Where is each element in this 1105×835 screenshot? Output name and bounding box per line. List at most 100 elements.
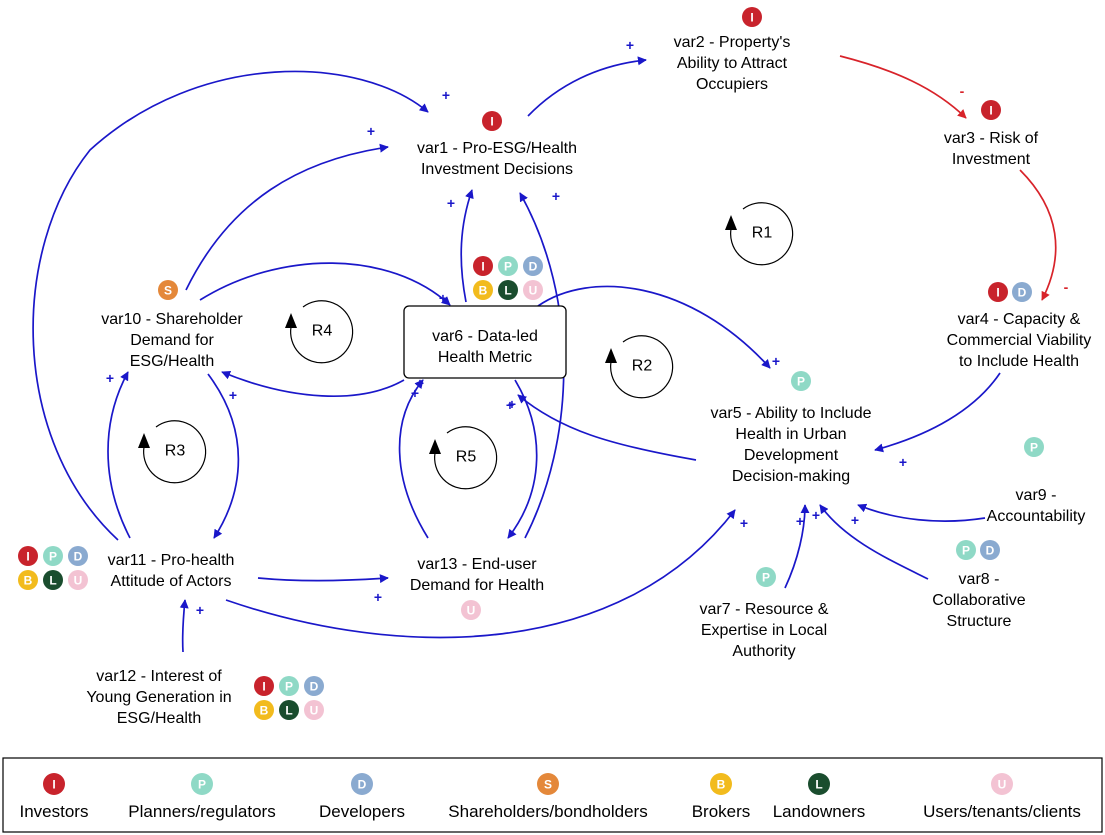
link-var9-var5 [857, 503, 986, 522]
legend: IInvestorsPPlanners/regulatorsDDeveloper… [20, 773, 1081, 821]
var4-badge-I: I [988, 282, 1008, 302]
svg-text:L: L [285, 704, 292, 718]
var6-line-1: var6 - Data-led [432, 328, 538, 345]
svg-text:L: L [815, 778, 822, 792]
var6-line-2: Health Metric [438, 349, 532, 366]
svg-text:I: I [989, 104, 992, 118]
var9-line-2: Accountability [987, 508, 1086, 525]
var11-badge-I: I [18, 546, 38, 566]
var3-badge-I: I [981, 100, 1001, 120]
var4-line-2: Commercial Viability [947, 332, 1092, 349]
legend-item-S: S Shareholders/bondholders [448, 773, 648, 821]
var2-line-2: Ability to Attract [677, 55, 788, 72]
svg-text:S: S [164, 284, 172, 298]
legend-label-D: Developers [319, 802, 405, 821]
var11-badge-D: D [68, 546, 88, 566]
legend-box [2, 757, 1103, 833]
legend-label-S: Shareholders/bondholders [448, 802, 647, 821]
var5-line-2: Health in Urban [735, 426, 846, 443]
link-var8-var5-sign: + [812, 507, 820, 523]
legend-item-L: L Landowners [773, 773, 866, 821]
link-var10-var1-sign: + [367, 123, 375, 139]
svg-text:L: L [504, 284, 511, 298]
var12-line-3: ESG/Health [117, 710, 201, 727]
var9-label: var9 - Accountability [987, 487, 1086, 525]
var6-box [403, 305, 567, 379]
var4-badge-D: D [1012, 282, 1032, 302]
svg-text:P: P [762, 571, 770, 585]
svg-text:B: B [260, 704, 269, 718]
var10-badge-S: S [158, 280, 178, 300]
var1-badge-I: I [482, 111, 502, 131]
var12-badge-P: P [279, 676, 299, 696]
link-var6-var10 [221, 370, 405, 398]
svg-text:I: I [481, 260, 484, 274]
legend-item-U: U Users/tenants/clients [923, 773, 1081, 821]
loop-r4: R4 [285, 300, 354, 364]
link-var11-var1-sign: + [442, 87, 450, 103]
var13-line-1: var13 - End-user [417, 556, 537, 573]
svg-text:I: I [996, 286, 999, 300]
var6-badge-I: I [473, 256, 493, 276]
var9-line-1: var9 - [1016, 487, 1057, 504]
var11-badge-P: P [43, 546, 63, 566]
var12-line-2: Young Generation in [86, 689, 231, 706]
link-var10-var6-sign: + [439, 290, 447, 306]
link-var6-var1 [460, 189, 474, 303]
var5-line-1: var5 - Ability to Include [711, 405, 872, 422]
legend-label-L: Landowners [773, 802, 866, 821]
var8-line-1: var8 - [959, 571, 1000, 588]
link-var11-var13-sign: + [374, 589, 382, 605]
loop-r5: R5 [429, 426, 498, 490]
legend-item-D: D Developers [319, 773, 405, 821]
svg-text:P: P [1030, 441, 1038, 455]
svg-text:S: S [544, 778, 552, 792]
svg-text:U: U [74, 574, 83, 588]
var7-line-1: var7 - Resource & [700, 601, 829, 618]
link-var6-var5 [537, 285, 771, 369]
var2-badge-I: I [742, 7, 762, 27]
link-var10-var1 [185, 143, 389, 291]
loop-r4-label: R4 [312, 323, 333, 340]
var11-badge-U: U [68, 570, 88, 590]
link-var11-var10 [107, 371, 131, 539]
link-var7-var5-sign: + [796, 513, 804, 529]
var3-line-1: var3 - Risk of [944, 130, 1039, 147]
link-var3-var4-sign: - [1064, 279, 1069, 295]
var12-badge-D: D [304, 676, 324, 696]
link-var10-var11-sign: + [229, 387, 237, 403]
link-var11-var5-sign: + [740, 515, 748, 531]
svg-text:P: P [198, 778, 206, 792]
svg-text:D: D [358, 778, 367, 792]
var2-line-3: Occupiers [696, 76, 768, 93]
svg-text:U: U [467, 604, 476, 618]
legend-label-U: Users/tenants/clients [923, 802, 1081, 821]
var12-badge-I: I [254, 676, 274, 696]
loop-r5-label: R5 [456, 449, 477, 466]
link-var6-var13-sign: + [508, 396, 516, 412]
var5-line-3: Development [744, 447, 839, 464]
svg-text:U: U [998, 778, 1007, 792]
svg-text:P: P [285, 680, 293, 694]
var3-line-2: Investment [952, 151, 1031, 168]
legend-label-I: Investors [20, 802, 89, 821]
var6-badge-B: B [473, 280, 493, 300]
var7-line-3: Authority [732, 643, 795, 660]
var8-badge-D: D [980, 540, 1000, 560]
link-var1-var2 [527, 56, 647, 117]
var1-line-1: var1 - Pro-ESG/Health [417, 140, 577, 157]
svg-text:I: I [490, 115, 493, 129]
svg-text:D: D [1018, 286, 1027, 300]
var2-line-1: var2 - Property's [674, 34, 791, 51]
svg-text:P: P [797, 375, 805, 389]
svg-text:U: U [310, 704, 319, 718]
var4-line-1: var4 - Capacity & [958, 311, 1081, 328]
